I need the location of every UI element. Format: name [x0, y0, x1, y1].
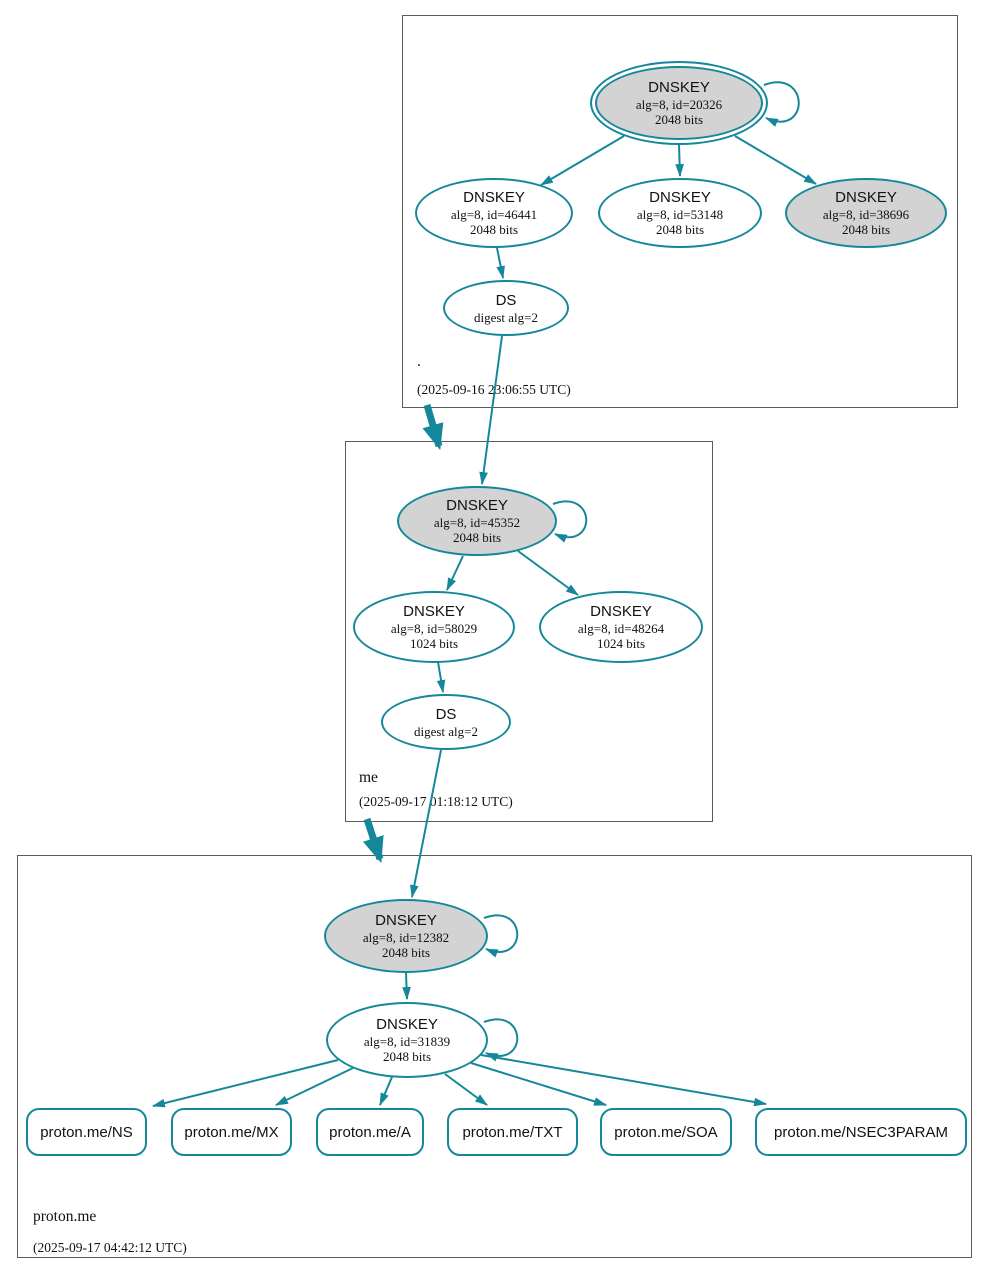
node-bits: 1024 bits	[409, 636, 459, 651]
node-detail: digest alg=2	[413, 723, 479, 739]
node-title: DNSKEY	[446, 497, 508, 514]
node-detail: alg=8, id=20326	[635, 97, 723, 112]
rrset-label: proton.me/MX	[184, 1123, 279, 1141]
proton-ksk-dnskey: DNSKEY alg=8, id=12382 2048 bits	[324, 899, 488, 973]
rrset-mx: proton.me/MX	[171, 1108, 292, 1156]
me-ds: DS digest alg=2	[381, 694, 511, 750]
node-title: DNSKEY	[835, 189, 897, 206]
rrset-nsec3param: proton.me/NSEC3PARAM	[755, 1108, 967, 1156]
node-title: DNSKEY	[376, 1016, 438, 1033]
node-detail: alg=8, id=46441	[450, 207, 538, 222]
node-detail: alg=8, id=31839	[363, 1034, 451, 1049]
zone-box-proton-me	[17, 855, 972, 1258]
root-dnskey-middle: DNSKEY alg=8, id=53148 2048 bits	[598, 178, 762, 248]
edge-delegation-root-to-me	[422, 404, 444, 451]
node-bits: 1024 bits	[596, 636, 646, 651]
node-title: DNSKEY	[590, 603, 652, 620]
rrset-a: proton.me/A	[316, 1108, 424, 1156]
zone-name-root: .	[417, 353, 421, 370]
rrset-label: proton.me/SOA	[614, 1123, 718, 1141]
root-dnskey-left: DNSKEY alg=8, id=46441 2048 bits	[415, 178, 573, 248]
root-trust-anchor-dnskey-inner: DNSKEY alg=8, id=20326 2048 bits	[595, 66, 763, 140]
zone-timestamp-proton-me: (2025-09-17 04:42:12 UTC)	[33, 1240, 187, 1255]
proton-zsk-dnskey: DNSKEY alg=8, id=31839 2048 bits	[326, 1002, 488, 1078]
node-bits: 2048 bits	[469, 222, 519, 237]
me-ksk-dnskey: DNSKEY alg=8, id=45352 2048 bits	[397, 486, 557, 556]
zone-timestamp-root: (2025-09-16 23:06:55 UTC)	[417, 382, 571, 397]
node-bits: 2048 bits	[452, 530, 502, 545]
root-ds: DS digest alg=2	[443, 280, 569, 336]
rrset-label: proton.me/TXT	[462, 1123, 563, 1141]
rrset-label: proton.me/NSEC3PARAM	[774, 1123, 948, 1141]
node-title: DNSKEY	[649, 189, 711, 206]
node-bits: 2048 bits	[841, 222, 891, 237]
node-title: DNSKEY	[648, 79, 710, 96]
node-bits: 2048 bits	[382, 1049, 432, 1064]
node-detail: alg=8, id=48264	[577, 621, 665, 636]
node-detail: alg=8, id=45352	[433, 515, 521, 530]
rrset-txt: proton.me/TXT	[447, 1108, 578, 1156]
node-title: DNSKEY	[403, 603, 465, 620]
node-title: DNSKEY	[463, 189, 525, 206]
node-title: DNSKEY	[375, 912, 437, 929]
root-dnskey-right: DNSKEY alg=8, id=38696 2048 bits	[785, 178, 947, 248]
node-detail: alg=8, id=38696	[822, 207, 910, 222]
node-bits: 2048 bits	[381, 945, 431, 960]
node-bits: 2048 bits	[654, 112, 704, 127]
node-title: DS	[495, 291, 517, 309]
me-dnskey-right: DNSKEY alg=8, id=48264 1024 bits	[539, 591, 703, 663]
zone-timestamp-me: (2025-09-17 01:18:12 UTC)	[359, 794, 513, 809]
rrset-soa: proton.me/SOA	[600, 1108, 732, 1156]
edge-delegation-me-to-proton	[363, 817, 384, 864]
node-bits: 2048 bits	[655, 222, 705, 237]
rrset-label: proton.me/NS	[40, 1123, 133, 1141]
rrset-ns: proton.me/NS	[26, 1108, 147, 1156]
zone-name-me: me	[359, 769, 378, 786]
node-detail: alg=8, id=12382	[362, 930, 450, 945]
rrset-label: proton.me/A	[329, 1123, 411, 1141]
me-dnskey-left: DNSKEY alg=8, id=58029 1024 bits	[353, 591, 515, 663]
root-trust-anchor-dnskey: DNSKEY alg=8, id=20326 2048 bits	[590, 61, 768, 145]
node-detail: alg=8, id=58029	[390, 621, 478, 636]
node-detail: alg=8, id=53148	[636, 207, 724, 222]
zone-name-proton-me: proton.me	[33, 1208, 97, 1225]
node-detail: digest alg=2	[473, 309, 539, 325]
node-title: DS	[435, 705, 457, 723]
